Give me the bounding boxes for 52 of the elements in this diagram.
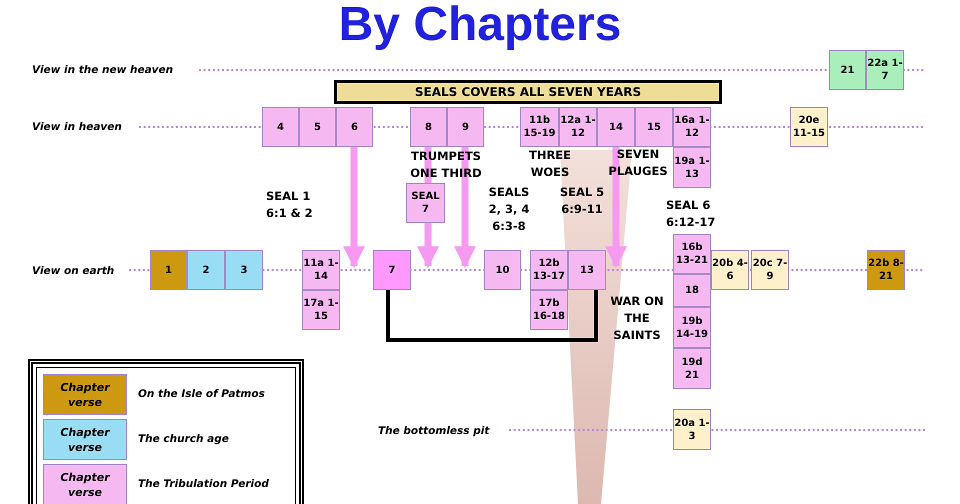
chapter-box: SEAL 7 (406, 183, 445, 223)
chapter-box: 5 (299, 107, 336, 147)
chapter-box: 2 (187, 250, 225, 290)
annotation: SEALS 2, 3, 4 6:3-8 (488, 184, 530, 235)
chapter-box: 19b 14-19 (673, 307, 711, 348)
chapter-box: 7 (373, 250, 411, 290)
legend-swatch: Chapter verse (43, 464, 127, 504)
annotation: TRUMPETS ONE THIRD (409, 148, 483, 182)
chapter-box: 21 (829, 50, 866, 90)
arrow (454, 147, 476, 268)
chapter-box: 11b 15-19 (520, 107, 559, 147)
annotation: SEAL 5 6:9-11 (558, 184, 606, 218)
annotation: WAR ON THE SAINTS (609, 293, 665, 344)
chapter-box: 9 (447, 107, 484, 147)
annotation: SEAL 6 6:12-17 (666, 197, 716, 231)
annotation: SEVEN PLAUGES (607, 146, 669, 180)
chapter-box: 17b 16-18 (530, 290, 568, 330)
chapter-box: 22b 8-21 (867, 250, 905, 290)
chapter-box: 10 (484, 250, 521, 290)
chapter-box: 20b 4-6 (711, 250, 749, 290)
banner-box: SEALS COVERS ALL SEVEN YEARS (334, 80, 722, 104)
connector-line (386, 290, 598, 342)
chapter-box: 22a 1-7 (866, 50, 904, 90)
arrow (605, 147, 627, 268)
annotation: SEAL 1 6:1 & 2 (266, 188, 314, 222)
chapter-box: 18 (673, 274, 711, 307)
arrow (417, 223, 439, 268)
chapter-box: 17a 1-15 (302, 290, 340, 330)
chapter-box: 13 (568, 250, 606, 290)
annotation: THREE WOES (528, 147, 572, 181)
chapter-box: 16b 13-21 (673, 234, 711, 274)
legend-swatch: Chapter verse (43, 374, 127, 415)
chapter-box: 12a 1-12 (559, 107, 597, 147)
chapter-box: 19d 21 (673, 348, 711, 389)
chapter-box: 20a 1-3 (673, 409, 711, 450)
legend-swatch: Chapter verse (43, 419, 127, 460)
chapter-box: 20e 11-15 (790, 107, 828, 147)
chapter-box: 3 (225, 250, 263, 290)
connector-line (424, 147, 432, 183)
chapter-box: 4 (262, 107, 299, 147)
chapter-box: 19a 1-13 (673, 147, 711, 188)
chapter-box: 16a 1-12 (673, 107, 711, 147)
chapter-box: 1 (150, 250, 187, 290)
chapter-box: 6 (336, 107, 373, 147)
chapter-box: 8 (410, 107, 447, 147)
chapter-box: 14 (597, 107, 635, 147)
title: By Chapters (338, 0, 622, 52)
chapter-box: 11a 1-14 (302, 250, 340, 290)
chapter-box: 15 (635, 107, 673, 147)
chapter-box: 12b 13-17 (530, 250, 568, 290)
chapter-box: 20c 7-9 (751, 250, 789, 290)
arrow (343, 147, 365, 268)
